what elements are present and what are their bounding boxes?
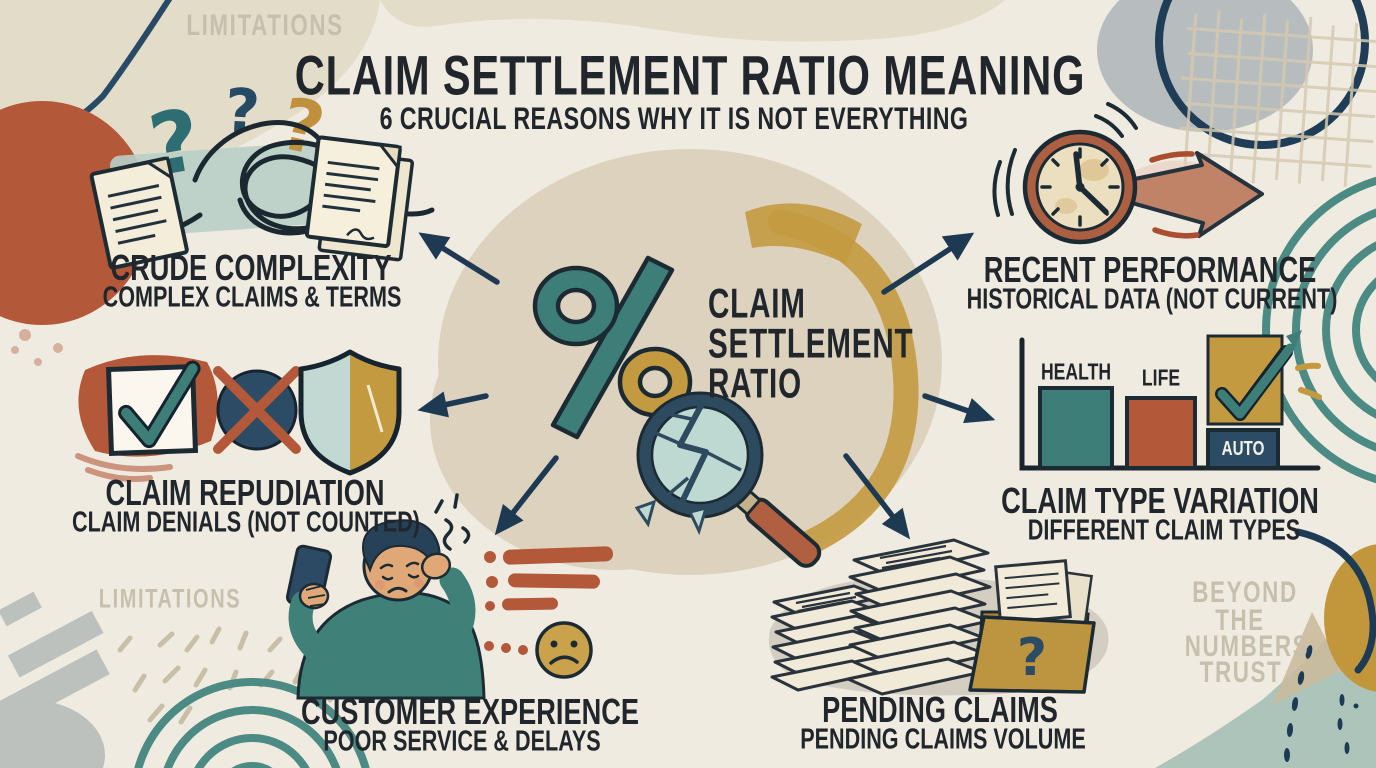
gold-brush-arc (767, 209, 919, 561)
bar-health (1038, 386, 1114, 470)
customer-experience-subtitle: POOR SERVICE & DELAYS (323, 725, 601, 758)
page-title: CLAIM SETTLEMENT RATIO MEANING (294, 45, 1086, 108)
pending-folder-icon: ? (968, 559, 1096, 694)
bar-label-health: HEALTH (1040, 358, 1112, 385)
claim-type-chart-icon (1019, 330, 1322, 471)
claim-repudiation-subtitle: CLAIM DENIALS (NOT COUNTED) (72, 506, 420, 539)
claim-repudiation-title: CLAIM REPUDIATION (105, 473, 385, 514)
arrow-to-claim-repudiation (417, 391, 489, 418)
sad-face-icon (535, 621, 593, 679)
recent-performance-title: RECENT PERFORMANCE (983, 250, 1317, 291)
glass-shard (687, 505, 709, 536)
complaint-list-icon (484, 546, 614, 655)
center-label-line1: CLAIM (708, 281, 806, 328)
arrow-to-claim-type-variation (922, 393, 996, 424)
shield-icon (298, 349, 402, 476)
teal-spiral-right (1262, 176, 1376, 484)
rust-speckles (11, 329, 63, 366)
bar-life (1125, 396, 1197, 470)
recent-performance-icons (992, 102, 1264, 245)
frustrated-person-icon (285, 493, 486, 700)
teal-arcs-bottom-left (134, 678, 370, 768)
stress-squiggles (434, 493, 471, 551)
checkmark-arrow (1217, 343, 1295, 419)
teal-wash-bottom-right (1155, 585, 1376, 768)
customer-experience-title: CUSTOMER EXPERIENCE (300, 692, 640, 733)
document-icon (304, 135, 415, 262)
crude-complexity-title: CRUDE COMPLEXITY (110, 248, 392, 289)
denied-circle-icon (213, 366, 301, 454)
glass-shard (634, 499, 657, 528)
center-label-line2: SETTLEMENT (708, 321, 914, 368)
document-icon (89, 156, 189, 270)
bar-label-life: LIFE (1141, 364, 1181, 391)
checkbox-icon (105, 360, 201, 457)
navy-curve-bottom-right (1294, 528, 1376, 674)
bar-auto (1206, 428, 1280, 470)
center-label-line3: RATIO (708, 361, 802, 408)
watermark-limitations-top: LIMITATIONS (186, 8, 344, 42)
crude-complexity-subtitle: COMPLEX CLAIMS & TERMS (102, 281, 402, 314)
cracked-magnifier-icon (634, 391, 822, 568)
arrow-to-recent-performance (881, 232, 975, 295)
pending-claims-icons: ? (768, 538, 1109, 696)
page-subtitle: 6 CRUCIAL REASONS WHY IT IS NOT EVERYTHI… (379, 102, 969, 137)
pending-claims-subtitle: PENDING CLAIMS VOLUME (800, 723, 1086, 756)
percent-symbol-icon (532, 255, 693, 440)
crosshatch-pattern (1179, 10, 1376, 187)
watermark-trust: TRUST (1199, 655, 1283, 689)
recent-performance-subtitle: HISTORICAL DATA (NOT CURRENT) (966, 283, 1338, 316)
watermark-beyond: BEYOND (1192, 575, 1298, 609)
arrow-to-pending-claims (843, 453, 911, 540)
bar-label-auto: AUTO (1221, 438, 1265, 461)
clock-icon (1022, 129, 1138, 245)
paper-stack-icon (846, 538, 992, 696)
watermark-numbers: NUMBERS (1184, 629, 1310, 663)
arrow-to-customer-experience (494, 455, 559, 536)
claim-repudiation-icons (75, 349, 402, 482)
claim-type-variation-subtitle: DIFFERENT CLAIM TYPES (1027, 514, 1301, 547)
watermark-limitations-bottom: LIMITATIONS (98, 584, 242, 614)
arrows (417, 232, 996, 540)
signature-squiggle (346, 228, 375, 241)
navy-dash-trail (1284, 645, 1359, 762)
gray-stamp-bottom-left (0, 591, 110, 768)
arrow-to-crude-complexity (418, 232, 500, 285)
watermark-the: THE (1215, 603, 1265, 637)
claim-type-variation-title: CLAIM TYPE VARIATION (1001, 481, 1319, 522)
motion-arcs (992, 102, 1138, 217)
question-mark-icon: ? (1017, 628, 1047, 688)
swoosh-arrow-icon (1128, 151, 1264, 238)
crack (677, 400, 709, 504)
pending-claims-title: PENDING CLAIMS (822, 690, 1058, 731)
